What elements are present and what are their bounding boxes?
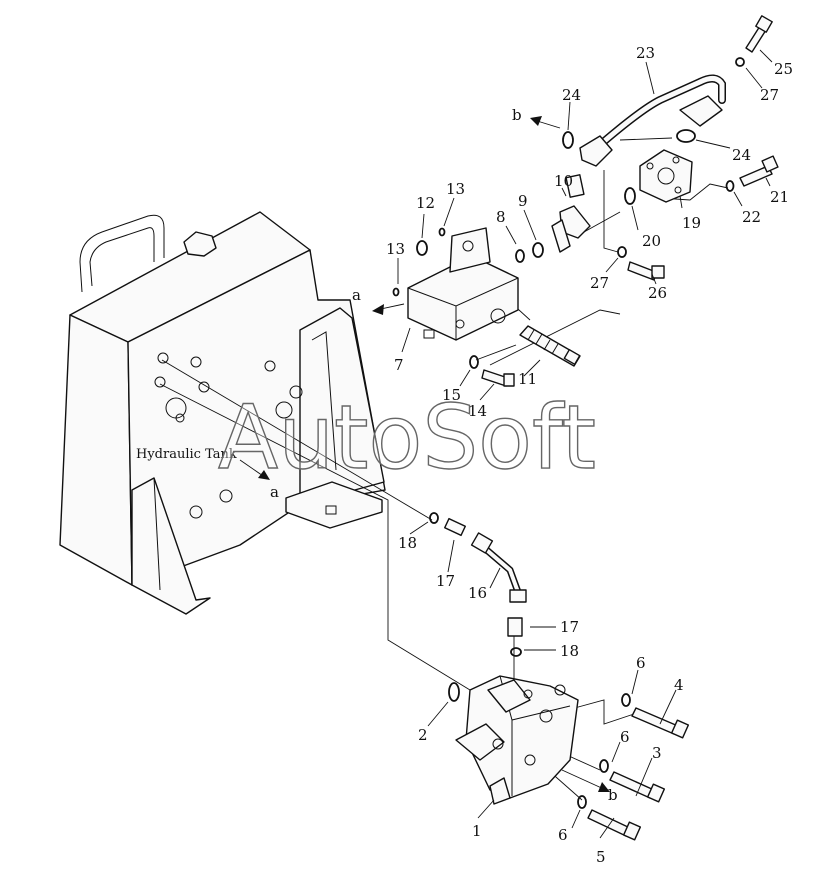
callout-17a: 17 [436, 572, 455, 590]
arrow-label-b: b [512, 106, 522, 124]
letter-labels: a b a b Hydraulic Tank [136, 106, 618, 804]
part-23-pipe [579, 74, 726, 167]
callout-16: 16 [468, 584, 487, 602]
callout-21: 21 [770, 188, 789, 206]
callout-19: 19 [682, 214, 701, 232]
arrow-b-head-icon [530, 116, 542, 126]
arrow-label-a-tank: a [270, 483, 279, 501]
callout-11: 11 [518, 370, 537, 388]
callout-12: 12 [416, 194, 435, 212]
part-16-tube [470, 532, 527, 603]
part-7-valve-block [407, 227, 519, 341]
arrow-a-head-icon [372, 304, 384, 315]
arrow-label-a: a [352, 286, 361, 304]
tank-label: Hydraulic Tank [136, 447, 237, 462]
callout-7: 7 [394, 356, 404, 374]
callout-15: 15 [442, 386, 461, 404]
callout-5: 5 [596, 848, 606, 866]
callout-2: 2 [418, 726, 428, 744]
callout-1: 1 [472, 822, 482, 840]
part-10-adapter [551, 174, 591, 253]
connection-lines [159, 137, 729, 801]
callout-14: 14 [468, 402, 487, 420]
callout-8: 8 [496, 208, 506, 226]
callout-6c: 6 [558, 826, 568, 844]
callout-27a: 27 [760, 86, 779, 104]
direction-arrows [239, 116, 610, 792]
callout-13a: 13 [446, 180, 465, 198]
callout-20: 20 [642, 232, 661, 250]
callout-17b: 17 [560, 618, 579, 636]
callout-10: 10 [554, 172, 573, 190]
callout-24b: 24 [732, 146, 751, 164]
part-19-flange [639, 149, 693, 203]
callout-4: 4 [674, 676, 684, 694]
o-rings-washers [392, 57, 745, 809]
callout-3: 3 [652, 744, 662, 762]
callout-25: 25 [774, 60, 793, 78]
part-17-fittings [444, 517, 523, 637]
callout-18a: 18 [398, 534, 417, 552]
callout-6b: 6 [620, 728, 630, 746]
callout-27b: 27 [590, 274, 609, 292]
watermark-logo: AutoSoft [218, 386, 596, 489]
callout-numbers: 1 2 3 4 5 6 6 6 7 8 9 10 11 12 13 13 14 … [386, 44, 793, 866]
bolts [481, 15, 779, 841]
callout-13b: 13 [386, 240, 405, 258]
callout-22: 22 [742, 208, 761, 226]
callout-18b: 18 [560, 642, 579, 660]
part-11-cartridge [519, 325, 581, 367]
callout-26: 26 [648, 284, 667, 302]
callout-23: 23 [636, 44, 655, 62]
callout-9: 9 [518, 192, 528, 210]
callout-24a: 24 [562, 86, 581, 104]
arrow-label-b-valve: b [608, 786, 618, 804]
callout-6a: 6 [636, 654, 646, 672]
hydraulic-tank [59, 211, 386, 615]
part-1-main-valve [455, 675, 579, 805]
